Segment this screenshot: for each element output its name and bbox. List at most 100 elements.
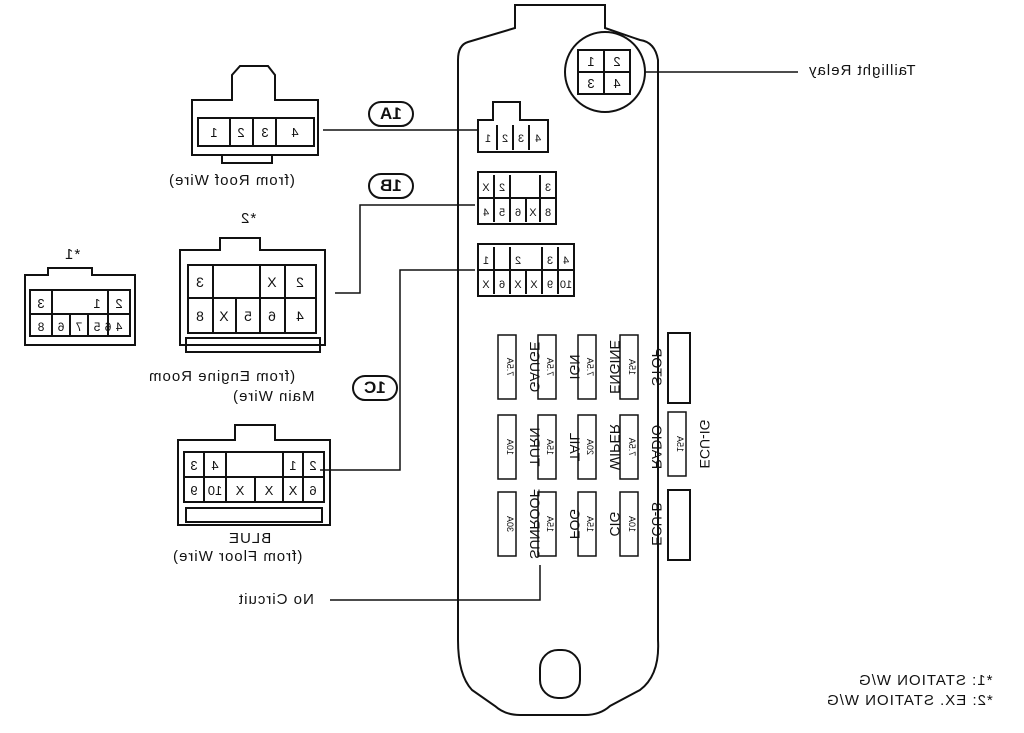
- small-1c-pin: X: [514, 279, 522, 291]
- fuse-amp: 7.5A: [545, 358, 555, 377]
- fuse-name: ENGINE: [607, 340, 623, 394]
- small-1a-pin: 2: [502, 133, 508, 145]
- relay-pin: 1: [587, 54, 594, 69]
- from-roof-wire-label: (from Roof Wire): [168, 172, 295, 189]
- small-1b-pin: X: [529, 207, 537, 219]
- fuse-name: WIPER: [607, 424, 623, 470]
- small-1a-pin: 4: [535, 133, 541, 145]
- station-pin: 7: [75, 320, 82, 334]
- engine-pin: X: [267, 274, 277, 290]
- relay-pin: 2: [613, 54, 620, 69]
- floor-pin: 3: [190, 458, 197, 473]
- leader-no-circuit: [330, 565, 541, 601]
- from-floor-wire-label: (from Floor Wire): [172, 548, 303, 565]
- fuse-name: RADIO: [649, 425, 665, 469]
- star2-marker: *2: [240, 210, 257, 227]
- station-pin: 1: [93, 296, 100, 311]
- fuse-name: TURN: [527, 428, 543, 467]
- fuse-turn: [497, 414, 517, 480]
- engine-pin: 6: [268, 308, 276, 324]
- leader-1b: [335, 204, 475, 294]
- fuse-name: CIG: [607, 512, 623, 537]
- roof-pin: 3: [261, 125, 268, 140]
- engine-pin: X: [219, 308, 229, 324]
- relay-pin: 4: [613, 76, 620, 91]
- note-station: *1: STATION W/G: [858, 672, 993, 689]
- floor-pin: 4: [211, 458, 218, 473]
- station-pin: 6: [57, 320, 64, 334]
- small-1b-pin: 6: [515, 207, 521, 219]
- from-engine-room-label: (from Engine Room: [148, 368, 296, 385]
- engine-pin: 2: [296, 274, 304, 290]
- floor-pin: X: [288, 483, 297, 498]
- fuse-name: STOP: [649, 348, 665, 386]
- fuse-amp: 15A: [545, 439, 555, 455]
- floor-pin: X: [264, 483, 273, 498]
- fuse-amp: 15A: [627, 359, 637, 375]
- fuse-ecu-ig: [667, 411, 687, 477]
- fuse-wiper: [577, 414, 597, 480]
- fuse-amp: 10A: [627, 516, 637, 532]
- floor-pin: 1: [289, 458, 296, 473]
- small-1c-pin: 2: [515, 255, 521, 267]
- small-1b-pin: 4: [483, 207, 489, 219]
- fuse-name: ECU-B: [649, 502, 665, 546]
- fuse-cig: [577, 491, 597, 557]
- star1-marker: *1: [64, 246, 81, 263]
- engine-connector: [179, 237, 326, 346]
- roof-pin: 2: [237, 125, 244, 140]
- small-1b-pin: 8: [545, 207, 551, 219]
- floor-pin: 10: [208, 483, 222, 498]
- fuse-block-outline: [457, 4, 660, 716]
- spare-slot-top: [667, 332, 691, 404]
- fuse-amp: 15A: [675, 436, 685, 452]
- fuse-radio: [619, 414, 639, 480]
- note-ex-station: *2: EX. STATION W/G: [826, 692, 993, 709]
- fuse-amp: 7.5A: [505, 358, 515, 377]
- small-1b-pin: X: [482, 182, 490, 194]
- station-pin: 4: [115, 320, 122, 334]
- small-1b-pin: 5: [499, 207, 505, 219]
- small-1c-pin: 9: [547, 279, 553, 291]
- station-pin: 6: [104, 320, 111, 334]
- fuse-stop: [619, 334, 639, 400]
- engine-pin: 4: [296, 308, 304, 324]
- fuse-amp: 20A: [585, 439, 595, 455]
- blue-label: BLUE: [228, 530, 272, 547]
- station-pin: 2: [115, 296, 122, 311]
- engine-pin: 8: [196, 308, 204, 324]
- fuse-name: GAUGE: [527, 342, 543, 393]
- fuse-ecu-b: [619, 491, 639, 557]
- floor-pin: X: [235, 483, 244, 498]
- fuse-tail: [537, 414, 557, 480]
- leader-1c: [320, 269, 475, 471]
- connector-id-1b: 1B: [368, 173, 414, 199]
- small-1b-pin: 3: [545, 182, 551, 194]
- fuse-engine: [577, 334, 597, 400]
- fuse-amp: 15A: [585, 516, 595, 532]
- spare-slot-bottom: [667, 489, 691, 561]
- small-1b-pin: 2: [499, 182, 505, 194]
- floor-connector: [177, 424, 331, 526]
- fuse-name: IGN: [567, 355, 583, 380]
- station-connector: [24, 267, 136, 346]
- fuse-amp: 7.5A: [585, 358, 595, 377]
- station-pin: 3: [37, 296, 44, 311]
- small-1c-pin: 10: [560, 279, 572, 291]
- fuse-gauge: [497, 334, 517, 400]
- connector-id-1a: 1A: [368, 101, 414, 127]
- roof-pin: 1: [210, 125, 217, 140]
- roof-connector: [191, 65, 319, 156]
- small-1c-pin: 3: [547, 255, 553, 267]
- small-1c-pin: 6: [499, 279, 505, 291]
- floor-pin: 6: [309, 483, 316, 498]
- small-1c-pin: X: [482, 279, 490, 291]
- no-circuit-label: No Circuit: [238, 591, 314, 608]
- small-1a-connector: [477, 101, 549, 153]
- small-1c-pin: 4: [563, 255, 569, 267]
- fuse-name: FOG: [567, 509, 583, 539]
- floor-pin: 2: [309, 458, 316, 473]
- fuse-amp: 7.5A: [627, 438, 637, 457]
- engine-pin: 3: [196, 274, 204, 290]
